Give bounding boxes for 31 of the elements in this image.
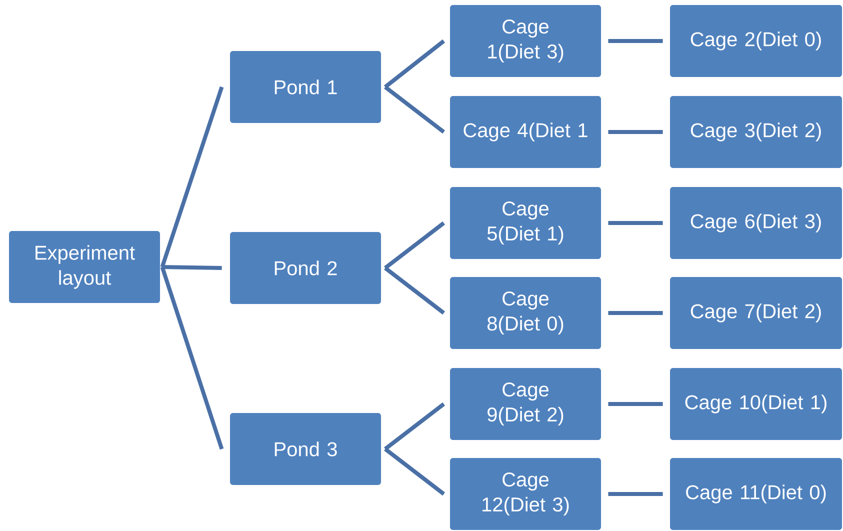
connector-line [160,86,224,268]
connector-line [608,311,663,315]
connector-line [384,266,446,315]
process-box: Cage 5(Diet 1) [450,187,601,259]
process-box: Cage 7(Diet 2) [670,277,842,349]
connector-line [160,266,224,450]
process-box: Cage 1(Diet 3) [450,5,601,77]
process-box: Pond 3 [230,413,381,485]
process-box: Cage 8(Diet 0) [450,277,601,349]
connector-line [384,221,446,270]
process-box: Cage 6(Diet 3) [670,187,842,259]
process-box: Cage 3(Diet 2) [670,96,842,168]
connector-line [384,447,446,496]
process-box: Cage 4(Diet 1 [450,96,601,168]
connector-line [384,85,446,134]
connector-line [608,492,663,496]
process-box: Cage 12(Diet 3) [450,458,601,530]
connector-line [608,39,663,43]
process-box: Cage 9(Diet 2) [450,368,601,440]
connector-line [384,39,446,89]
process-box: Pond 2 [230,232,381,304]
process-box: Cage 10(Diet 1) [670,368,842,440]
process-box: Experiment layout [9,231,160,303]
connector-line [384,402,446,451]
process-box: Pond 1 [230,51,381,123]
connector-line [608,130,663,134]
process-box: Cage 11(Diet 0) [670,458,842,530]
connector-line [608,221,663,225]
connector-line [162,265,222,270]
connector-line [608,402,663,406]
process-box: Cage 2(Diet 0) [670,5,842,77]
